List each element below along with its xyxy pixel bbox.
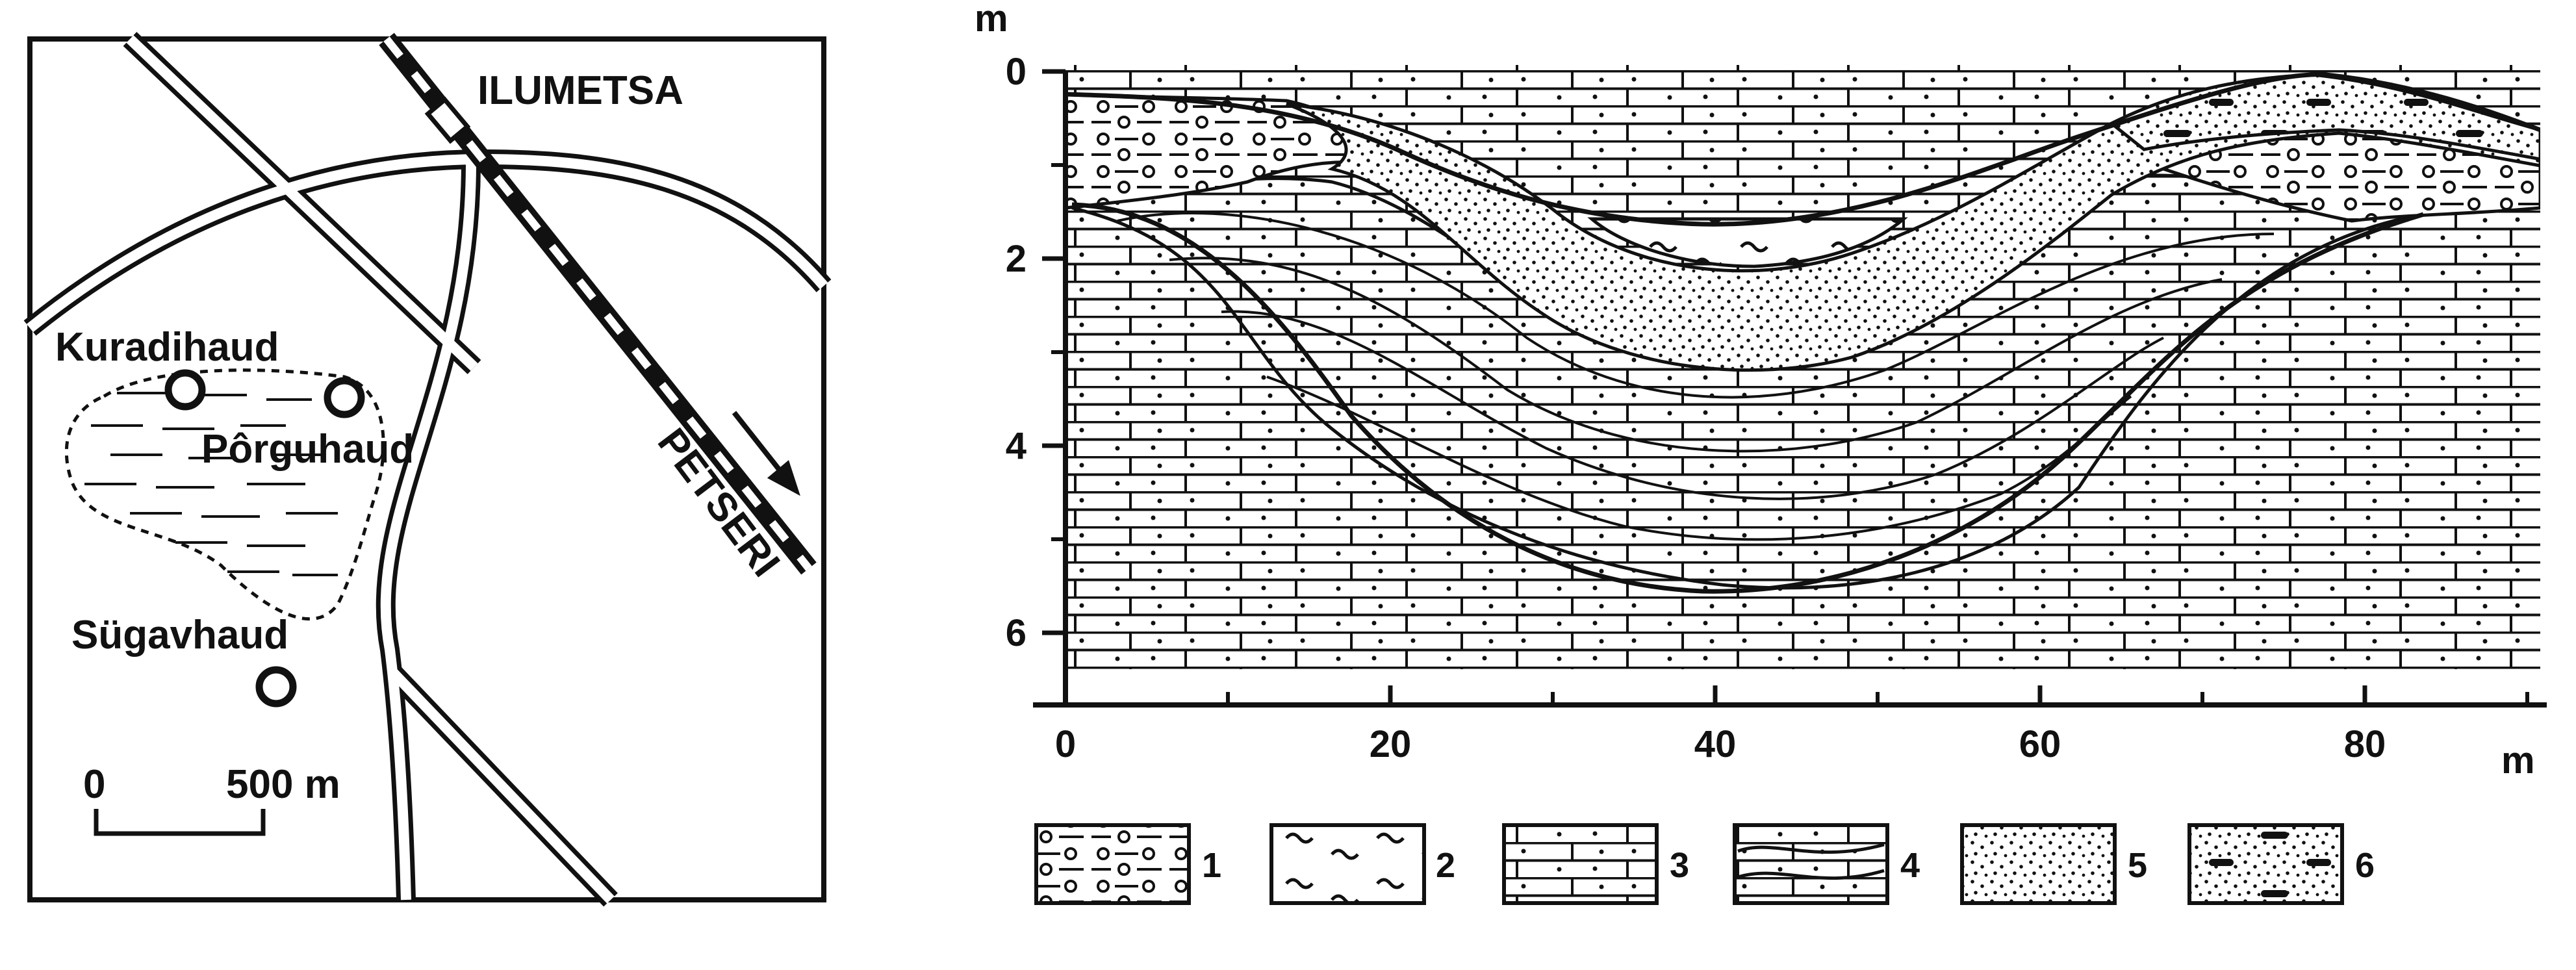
location-map: ILUMETSA Kuradihaud Pôrguhaud Sügavhaud … bbox=[23, 32, 832, 907]
legend-number-3: 3 bbox=[1670, 846, 1689, 885]
layer-fill-sand bbox=[1286, 73, 2540, 372]
x-tick-label-60: 60 bbox=[2019, 723, 2061, 765]
scale-zero: 0 bbox=[83, 762, 105, 807]
y-tick-label-0: 0 bbox=[1006, 51, 1027, 93]
legend-item-2: 2 bbox=[1269, 823, 1455, 905]
crater-kuradihaud-icon bbox=[164, 369, 206, 411]
ground-surface bbox=[1065, 72, 2540, 227]
crater-porguhaud-icon bbox=[324, 377, 365, 418]
deformed-bedding-lines bbox=[1117, 212, 2275, 541]
bog-hatching bbox=[84, 392, 338, 576]
layer-sand-with-clay-lenses bbox=[2108, 73, 2540, 161]
crater-rim-boundary bbox=[1071, 202, 2425, 594]
label-ilumetsa: ILUMETSA bbox=[478, 68, 683, 113]
railway-station-icon bbox=[424, 96, 471, 144]
y-axis-unit: m bbox=[975, 0, 1008, 40]
x-axis-unit: m bbox=[2501, 739, 2535, 782]
legend-number-1: 1 bbox=[1202, 846, 1221, 885]
x-tick-label-40: 40 bbox=[1694, 723, 1737, 765]
crater-sugavhaud-icon bbox=[255, 666, 297, 708]
x-tick-label-80: 80 bbox=[2344, 723, 2386, 765]
layer-gyttja-peat bbox=[1587, 217, 1908, 268]
direction-arrow-icon bbox=[732, 411, 800, 496]
x-tick-label-20: 20 bbox=[1370, 723, 1412, 765]
legend-item-5: 5 bbox=[1960, 823, 2147, 905]
y-tick-label-4: 4 bbox=[1006, 425, 1027, 467]
legend-item-3: 3 bbox=[1502, 823, 1689, 905]
y-tick-label-2: 2 bbox=[1006, 238, 1027, 280]
legend: 1 2 3 4 5 6 bbox=[1034, 823, 2375, 905]
label-porguhaud: Pôrguhaud bbox=[201, 427, 414, 472]
crater-cross-section: 0 2 4 6 0 20 40 60 80 m m bbox=[975, 0, 2547, 782]
x-axis-ticks: 0 20 40 60 80 bbox=[1055, 685, 2529, 765]
legend-number-6: 6 bbox=[2355, 846, 2375, 885]
legend-item-1: 1 bbox=[1034, 823, 1221, 905]
legend-item-4: 4 bbox=[1733, 823, 1920, 905]
legend-number-5: 5 bbox=[2128, 846, 2147, 885]
y-tick-label-6: 6 bbox=[1006, 612, 1027, 654]
legend-number-4: 4 bbox=[1900, 846, 1920, 885]
y-axis-ticks: 0 2 4 6 bbox=[1006, 51, 1065, 654]
label-kuradihaud: Kuradihaud bbox=[55, 325, 279, 370]
x-tick-label-0: 0 bbox=[1055, 723, 1076, 765]
label-sugavhaud: Sügavhaud bbox=[71, 613, 288, 657]
legend-number-2: 2 bbox=[1436, 846, 1455, 885]
scale-end: 500 m bbox=[226, 762, 340, 807]
legend-item-6: 6 bbox=[2187, 823, 2375, 905]
scale-bar: 0 500 m bbox=[83, 762, 340, 836]
